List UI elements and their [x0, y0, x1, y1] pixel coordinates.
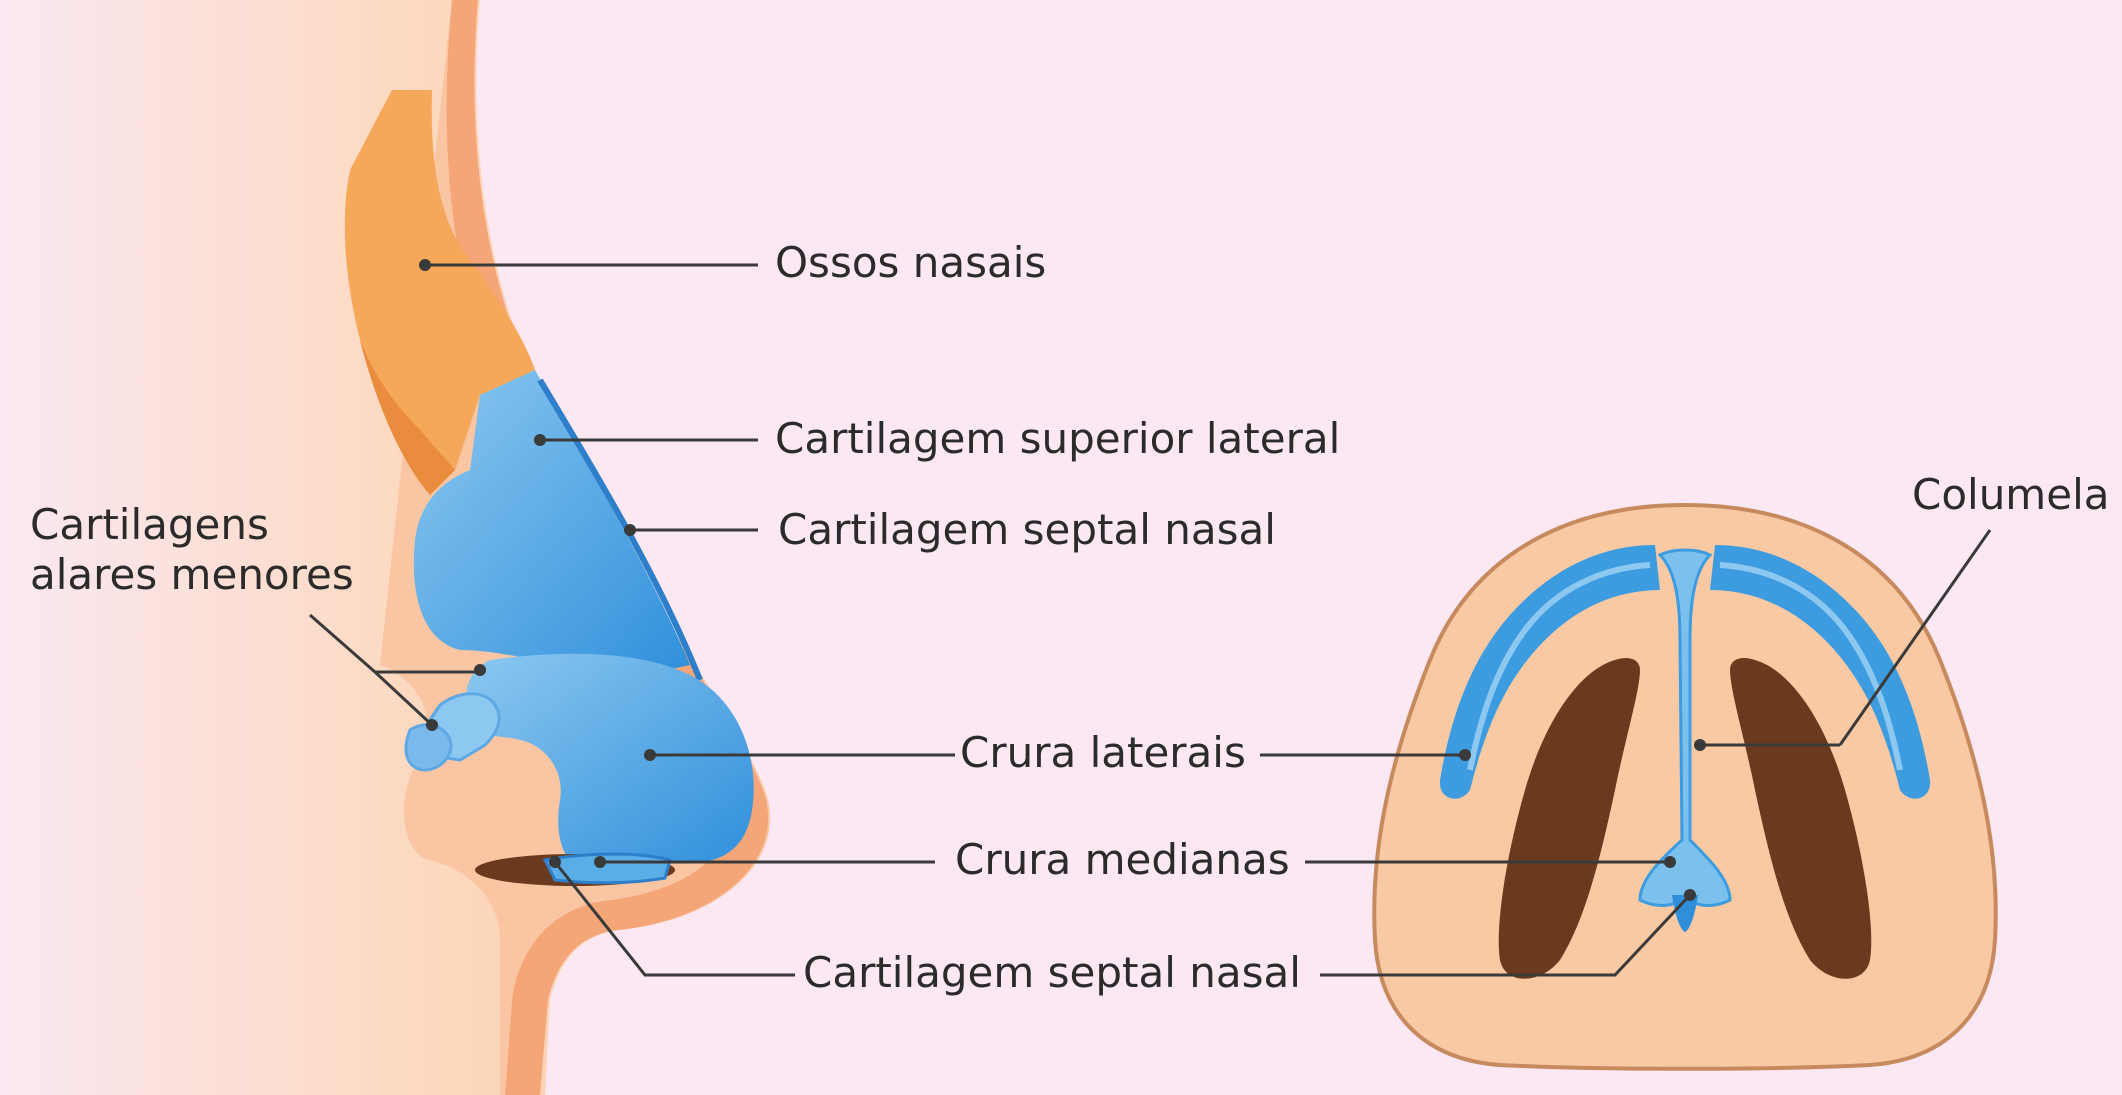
base-view-nose	[1260, 505, 1996, 1069]
label-crura-laterais: Crura laterais	[960, 728, 1246, 778]
label-cartilagem-septal-nasal-bottom: Cartilagem septal nasal	[803, 948, 1301, 998]
medial-crura-side	[545, 854, 670, 883]
label-cartilagens-alares-menores: Cartilagens alares menores	[30, 500, 354, 601]
label-columela: Columela	[1912, 470, 2109, 520]
label-cartilagem-septal-nasal-top: Cartilagem septal nasal	[778, 505, 1276, 555]
minor-alar-cartilage-tip	[406, 725, 451, 770]
label-cartilagem-superior-lateral: Cartilagem superior lateral	[775, 414, 1340, 464]
label-crura-medianas: Crura medianas	[955, 835, 1290, 885]
label-ossos-nasais: Ossos nasais	[775, 238, 1046, 288]
